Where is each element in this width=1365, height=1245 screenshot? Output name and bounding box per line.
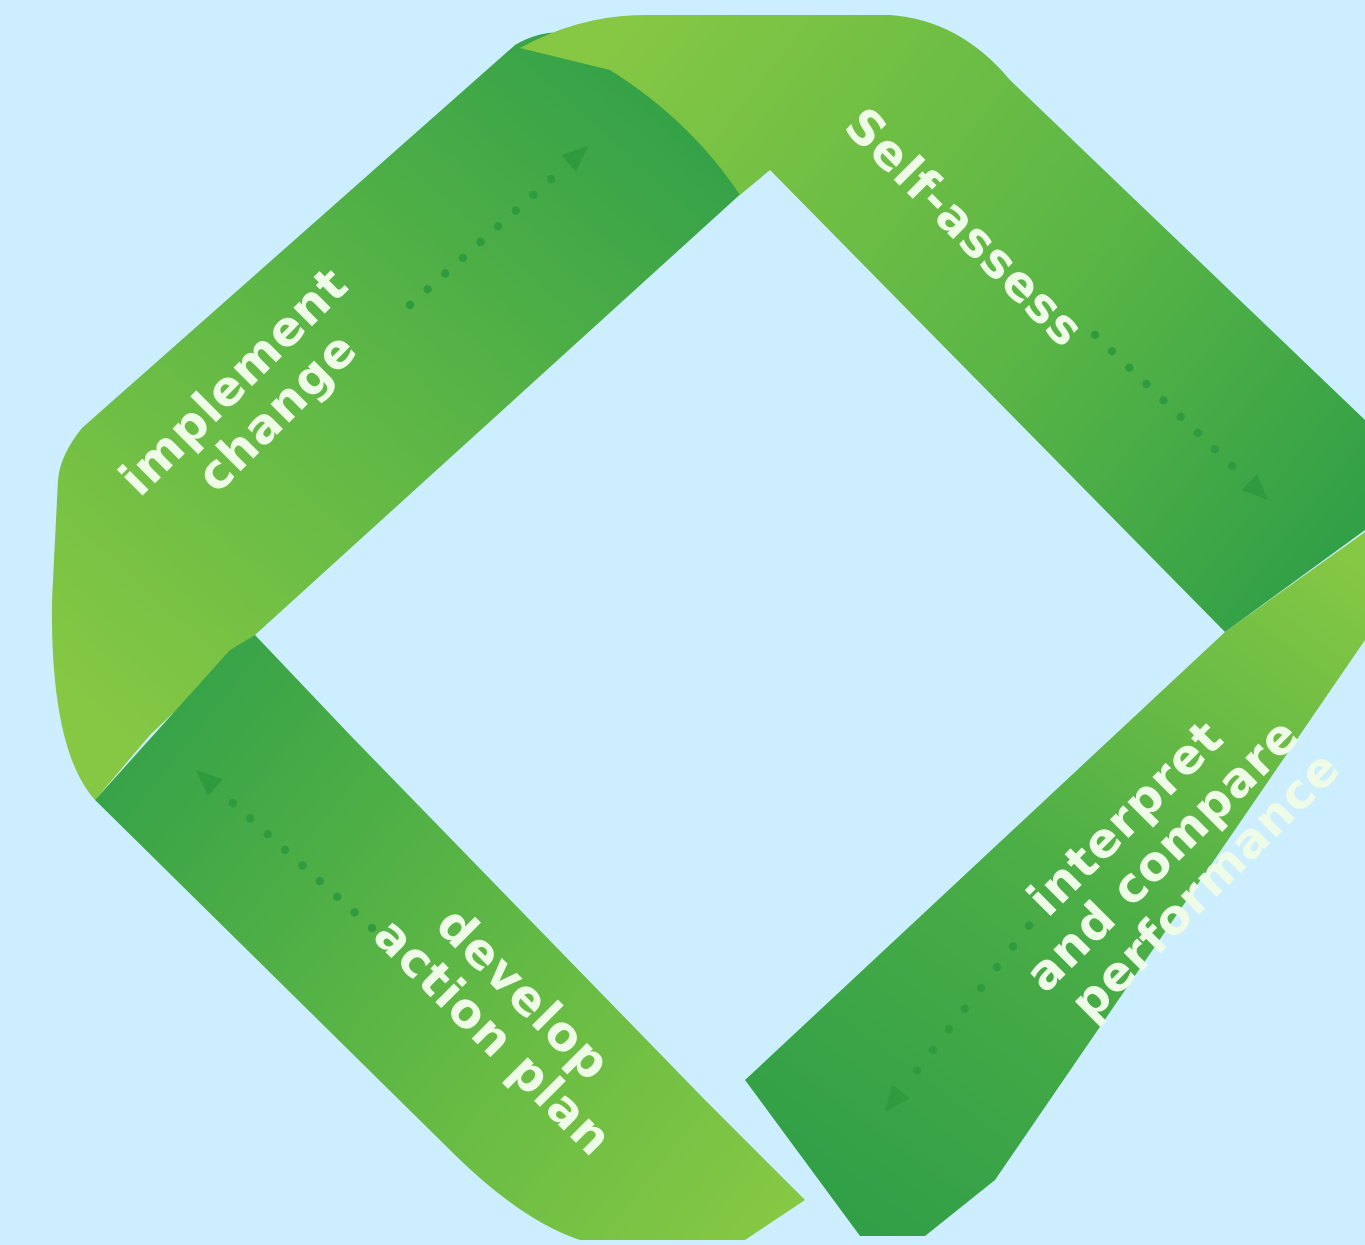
arrow-dot: [1107, 347, 1117, 356]
arrow-dot: [476, 237, 485, 247]
arrow-dot: [1024, 921, 1034, 930]
arrow-dot: [511, 206, 520, 215]
arrow-develop: [196, 770, 377, 933]
arrow-dot: [1193, 428, 1203, 438]
arrow-dot: [1227, 461, 1237, 470]
arrow-dot: [263, 830, 272, 839]
arrow-dot: [1159, 396, 1168, 405]
arrow-dot: [928, 1045, 938, 1055]
arrow-dot: [960, 1004, 970, 1013]
arrow-dot: [493, 222, 503, 231]
band-implement-change: [51, 32, 745, 801]
arrow-interpret: [885, 900, 1050, 1112]
arrow-dot: [912, 1066, 922, 1075]
band-self-assess: [520, 15, 1365, 632]
arrow-dot: [529, 190, 538, 199]
arrow-dot: [546, 174, 556, 184]
arrow-dot: [1125, 363, 1134, 372]
arrow-dot: [423, 285, 432, 294]
arrowhead-icon: [196, 770, 223, 796]
arrow-dot: [1176, 412, 1185, 421]
arrow-implement: [405, 146, 588, 310]
arrow-dot: [441, 269, 450, 278]
arrowhead-icon: [1241, 474, 1268, 500]
arrow-dot: [1142, 379, 1151, 389]
arrow-dot: [976, 983, 986, 993]
arrow-dot: [298, 861, 307, 870]
cycle-bands: [51, 15, 1365, 1240]
arrow-self-assess: [1090, 330, 1268, 500]
band-interpret-compare: [745, 532, 1365, 1236]
arrow-dot: [367, 923, 377, 933]
arrow-dot: [228, 798, 237, 808]
arrow-dot: [405, 300, 415, 310]
arrow-dot: [1008, 942, 1018, 951]
arrow-dot: [350, 908, 359, 917]
arrow-dot: [315, 876, 324, 886]
band-arrows: [196, 146, 1268, 1112]
arrow-dot: [992, 962, 1002, 972]
arrow-dot: [944, 1025, 954, 1034]
arrow-dot: [1090, 330, 1100, 340]
arrowhead-icon: [561, 146, 588, 172]
arrow-dot: [280, 845, 290, 855]
arrow-dot: [1040, 900, 1050, 910]
arrow-dot: [1210, 445, 1220, 454]
arrowhead-icon: [885, 1084, 910, 1112]
arrow-dot: [333, 892, 342, 901]
arrow-dot: [246, 814, 255, 823]
arrow-dot: [458, 253, 468, 262]
band-develop-action-plan: [95, 635, 805, 1240]
